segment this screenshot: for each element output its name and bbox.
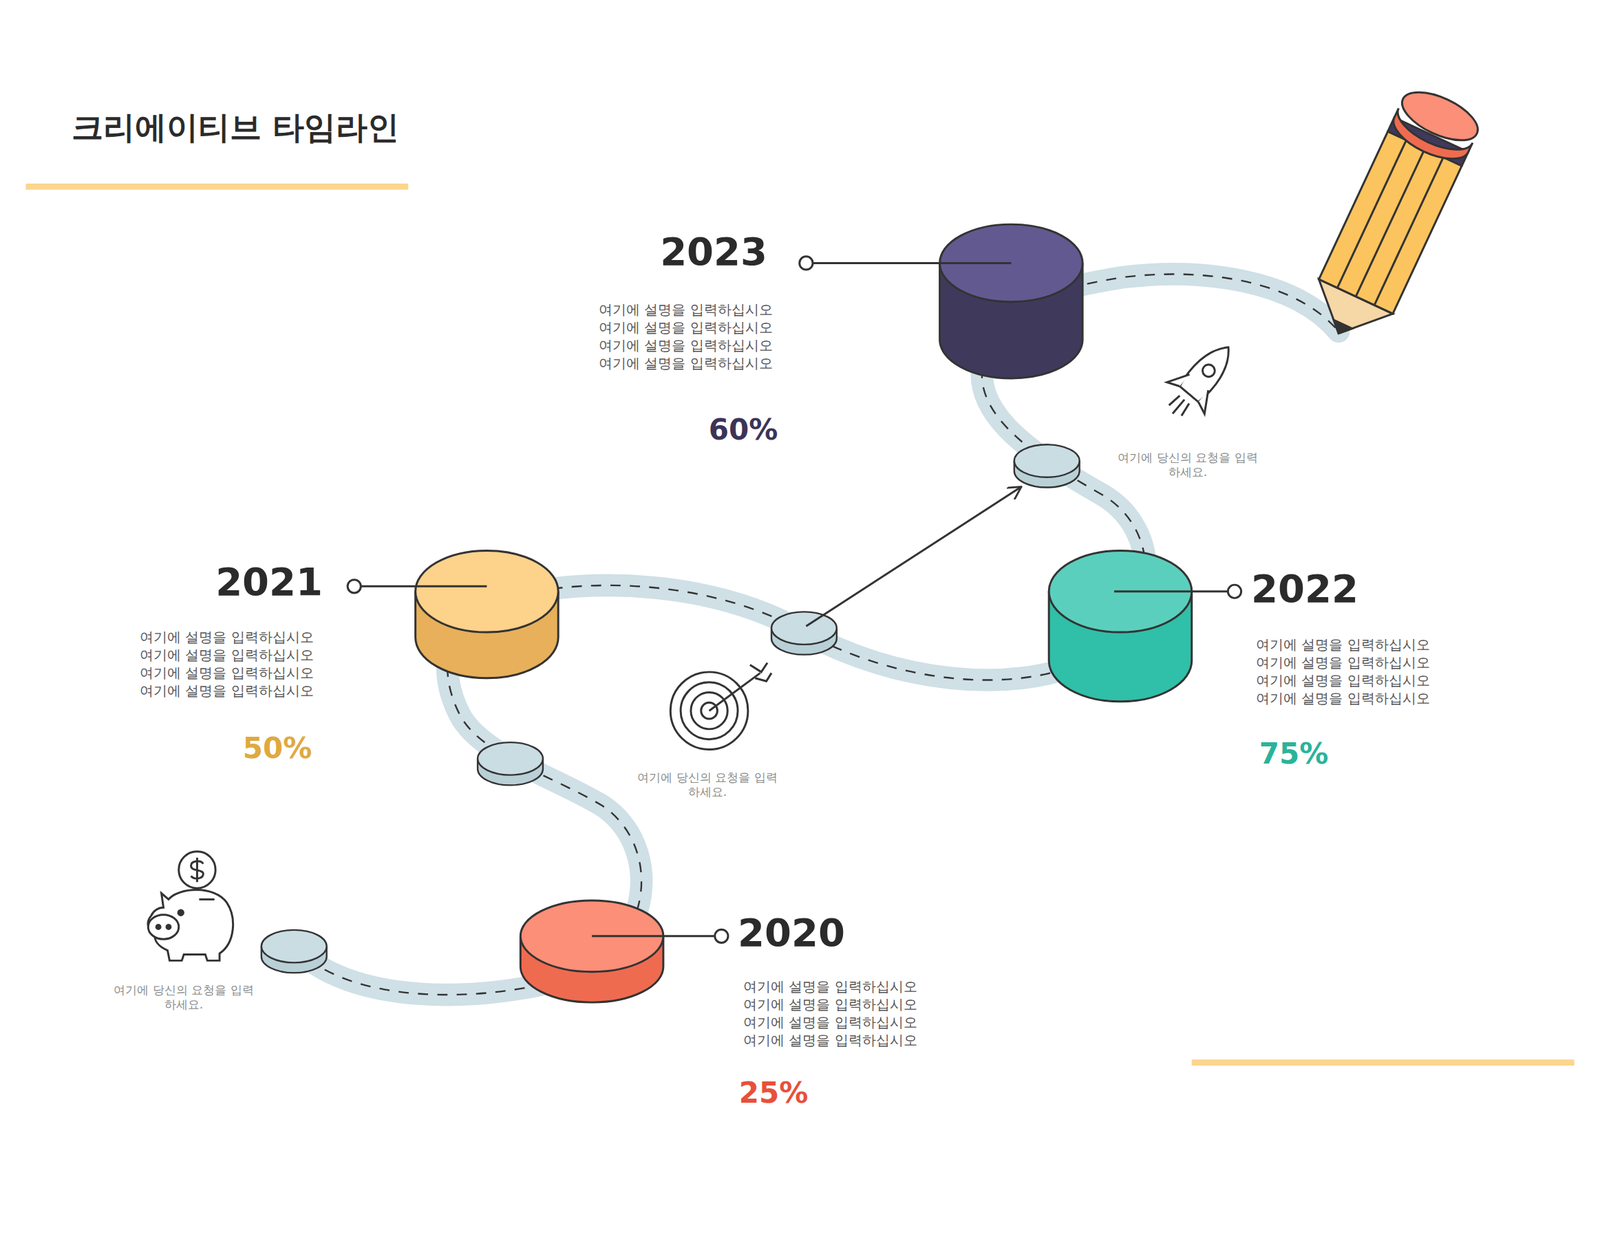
description: 여기에 설명을 입력하십시오 여기에 설명을 입력하십시오 여기에 설명을 입력…	[743, 977, 950, 1050]
caption: 여기에 당신의 요청을 입력하세요.	[1117, 450, 1259, 480]
cylinders	[415, 224, 1192, 1003]
title-bar	[25, 183, 409, 190]
target-icon	[670, 663, 772, 751]
corner-bar	[1191, 1059, 1575, 1066]
caption: 여기에 당신의 요청을 입력하세요.	[113, 983, 255, 1013]
description: 여기에 설명을 입력하십시오 여기에 설명을 입력하십시오 여기에 설명을 입력…	[1255, 635, 1463, 708]
year-label: 2022	[1251, 565, 1359, 612]
year-label: 2023	[659, 228, 768, 275]
description: 여기에 설명을 입력하십시오 여기에 설명을 입력하십시오 여기에 설명을 입력…	[139, 628, 347, 700]
title: 크리에이티브 타임라인	[71, 108, 400, 147]
year-label: 2020	[737, 909, 846, 956]
growth-arrow	[805, 487, 1020, 627]
caption: 여기에 당신의 요청을 입력하세요.	[637, 770, 779, 800]
road	[293, 274, 1339, 996]
leader-lines	[347, 256, 1242, 944]
percent-label: 60%	[708, 412, 779, 448]
pencil	[1301, 82, 1485, 351]
percent-label: 75%	[1259, 737, 1329, 772]
road-disks	[261, 444, 1080, 974]
description: 여기에 설명을 입력하십시오 여기에 설명을 입력하십시오 여기에 설명을 입력…	[598, 300, 806, 373]
piggy-bank-icon	[147, 851, 234, 962]
percent-label: 50%	[242, 731, 313, 766]
rocket-icon	[1154, 331, 1247, 430]
percent-label: 25%	[739, 1076, 809, 1111]
year-label: 2021	[215, 558, 323, 605]
